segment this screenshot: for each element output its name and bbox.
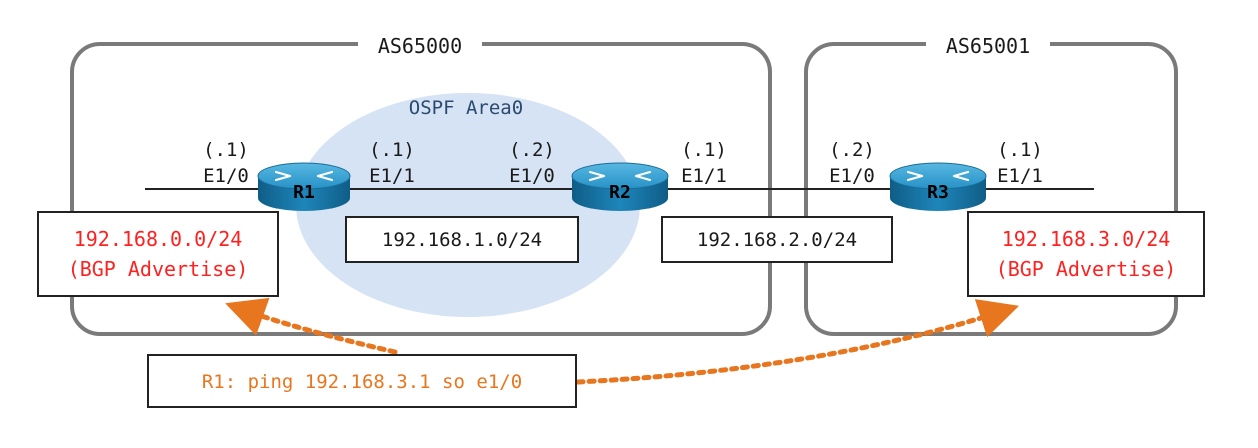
ping-command-box: R1: ping 192.168.3.1 so e1/0 [147,354,577,408]
r3-e11-name: E1/1 [997,165,1043,187]
r1-e11-host: (.1) [369,139,415,161]
as65001-label-bg [926,32,1050,58]
r1-e10-host: (.1) [203,139,249,161]
r2-e11-host: (.1) [681,139,727,161]
r2-e10-name: E1/0 [509,165,555,187]
network-box-r2-r3: 192.168.2.0/24 [661,216,893,263]
r2-e11-name: E1/1 [681,165,727,187]
as65001-label: AS65001 [946,34,1030,58]
r2-r3-subnet: 192.168.2.0/24 [697,229,857,251]
r1-r2-subnet: 192.168.1.0/24 [382,229,542,251]
r1-e10-name: E1/0 [203,165,249,187]
ping-arrow-left [225,297,398,355]
network-box-r1-r2: 192.168.1.0/24 [345,216,579,263]
right-lan-subnet: 192.168.3.0/24 [1002,227,1171,251]
ping-arrow-right [575,299,1020,385]
r1-e11-name: E1/1 [369,165,415,187]
ospf-area-label: OSPF Area0 [409,97,523,119]
r3-e10-host: (.2) [829,139,875,161]
as65000-label-bg [358,32,482,58]
left-lan-advertise: (BGP Advertise) [68,257,249,281]
network-box-left-lan: 192.168.0.0/24 (BGP Advertise) [37,211,279,297]
network-box-right-lan: 192.168.3.0/24 (BGP Advertise) [967,211,1205,297]
left-lan-subnet: 192.168.0.0/24 [74,227,243,251]
r3-e11-host: (.1) [997,139,1043,161]
router-r3[interactable]: R3 [889,162,987,211]
ping-command-label: R1: ping 192.168.3.1 so e1/0 [202,371,522,393]
as65000-label: AS65000 [378,34,462,58]
r3-e10-name: E1/0 [829,165,875,187]
router-r1-label: R1 [293,182,315,203]
right-lan-advertise: (BGP Advertise) [996,257,1177,281]
router-arrows-icon [588,170,652,182]
router-r2[interactable]: R2 [571,162,669,211]
r2-e10-host: (.2) [509,139,555,161]
router-arrows-icon [274,170,334,182]
router-arrows-icon [906,170,970,182]
router-r1[interactable]: R1 [257,162,351,211]
router-r3-label: R3 [927,182,949,203]
router-r2-label: R2 [609,182,631,203]
